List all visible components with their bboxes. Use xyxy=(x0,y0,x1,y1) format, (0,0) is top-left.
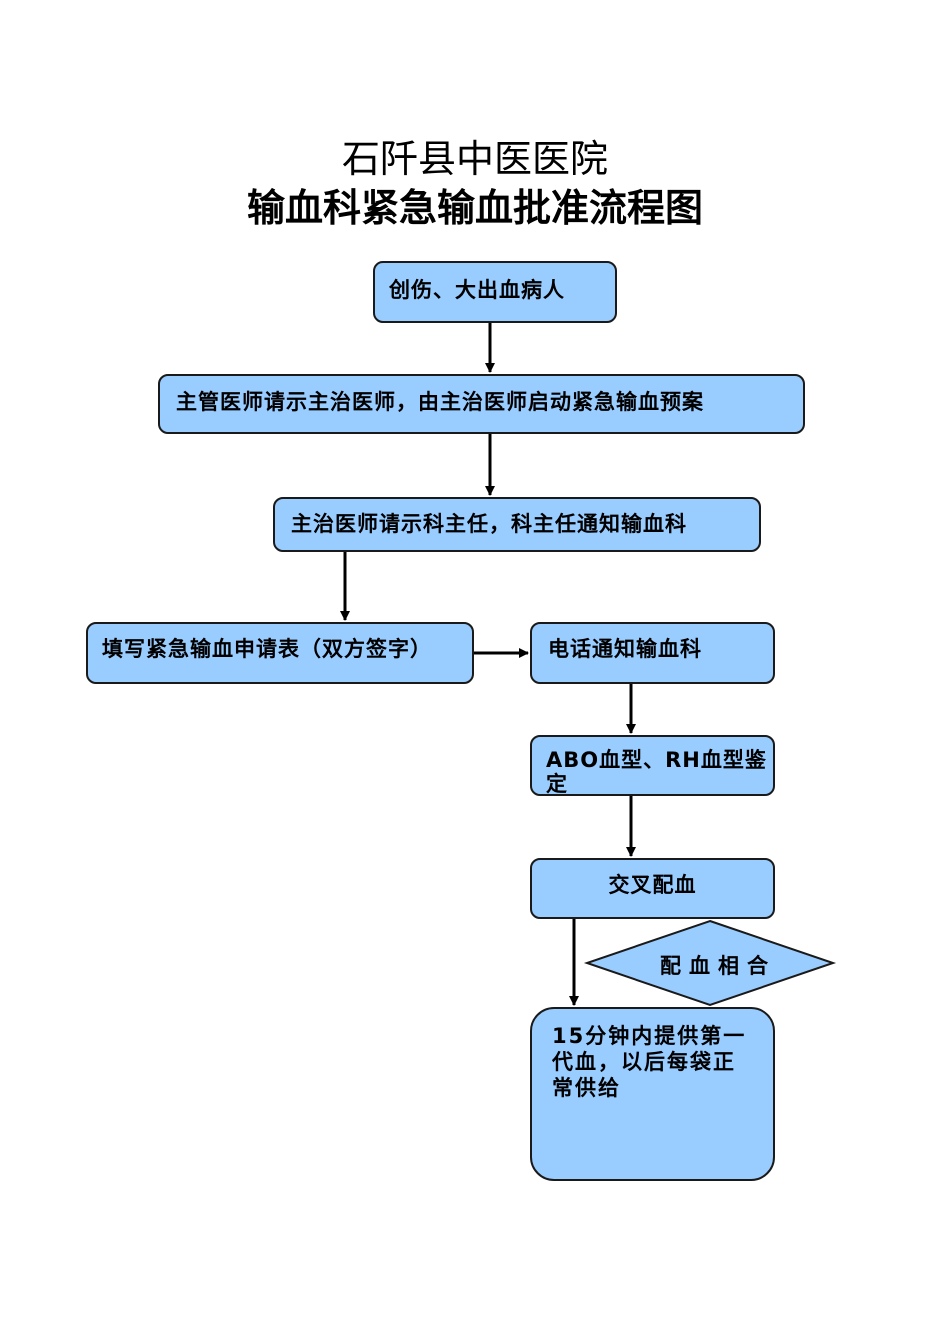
step-crossmatch-label: 交叉配血 xyxy=(608,873,697,897)
step-attending-request-label: 主管医师请示主治医师，由主治医师启动紧急输血预案 xyxy=(176,390,704,414)
step-phone-notify-label: 电话通知输血科 xyxy=(548,637,702,661)
step-supply-blood-label: 15分钟内提供第一代血，以后每袋正常供给 xyxy=(552,1024,747,1100)
flowchart-title: 输血科紧急输血批准流程图 xyxy=(246,185,703,230)
step-attending-request: 主管医师请示主治医师，由主治医师启动紧急输血预案 xyxy=(158,374,805,434)
decision-diamond xyxy=(583,919,837,1007)
step-phone-notify: 电话通知输血科 xyxy=(530,622,775,684)
step-fill-application: 填写紧急输血申请表（双方签字） xyxy=(86,622,474,684)
step-blood-typing-label: ABO血型、RH血型鉴定 xyxy=(546,748,767,796)
step-department-head-notify-label: 主治医师请示科主任，科主任通知输血科 xyxy=(291,512,687,536)
step-trauma-patient-label: 创伤、大出血病人 xyxy=(389,278,565,302)
step-blood-typing: ABO血型、RH血型鉴定 xyxy=(530,735,775,796)
hospital-name-title: 石阡县中医医院 xyxy=(341,137,608,181)
step-supply-blood: 15分钟内提供第一代血，以后每袋正常供给 xyxy=(530,1007,775,1181)
step-crossmatch: 交叉配血 xyxy=(530,858,775,919)
decision-crossmatch-compatible-label: 配血相合 xyxy=(660,954,776,978)
step-fill-application-label: 填写紧急输血申请表（双方签字） xyxy=(102,637,432,661)
step-trauma-patient: 创伤、大出血病人 xyxy=(373,261,617,323)
step-department-head-notify: 主治医师请示科主任，科主任通知输血科 xyxy=(273,497,761,552)
